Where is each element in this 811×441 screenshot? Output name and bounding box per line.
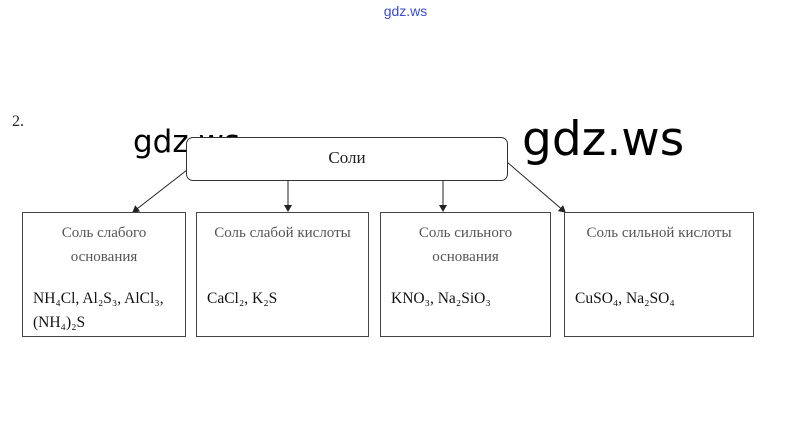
watermark-top: gdz.ws [383, 3, 428, 19]
arrow-to-strong-acid [506, 161, 566, 213]
category-examples: NH₄Cl, Al₂S₃, AlCl₃, (NH₄)₂S [33, 290, 164, 331]
category-title: Соль сильной кислоты [586, 225, 732, 241]
watermark-right: gdz.ws [522, 112, 685, 167]
task-number: 2. [12, 113, 24, 130]
category-title: Соль слабой кислоты [214, 225, 351, 241]
arrow-to-weak-base [132, 169, 188, 213]
root-node-label: Соли [328, 148, 366, 167]
root-node-salts: Соли [186, 137, 508, 181]
category-examples: CuSO₄, Na₂SO₄ [575, 290, 675, 307]
category-strong-acid-salt: Соль сильной кислоты CuSO₄, Na₂SO₄ [564, 212, 754, 337]
category-examples: KNO₃, Na₂SiO₃ [391, 290, 491, 307]
category-weak-acid-salt: Соль слабой кислоты CaCl₂, K₂S [196, 212, 369, 337]
category-title: Соль сильного основания [418, 225, 513, 265]
category-weak-base-salt: Соль слабого основания NH₄Cl, Al₂S₃, AlC… [22, 212, 186, 337]
category-examples: CaCl₂, K₂S [207, 290, 278, 307]
category-title: Соль слабого основания [61, 225, 147, 265]
category-strong-base-salt: Соль сильного основания KNO₃, Na₂SiO₃ [380, 212, 551, 337]
